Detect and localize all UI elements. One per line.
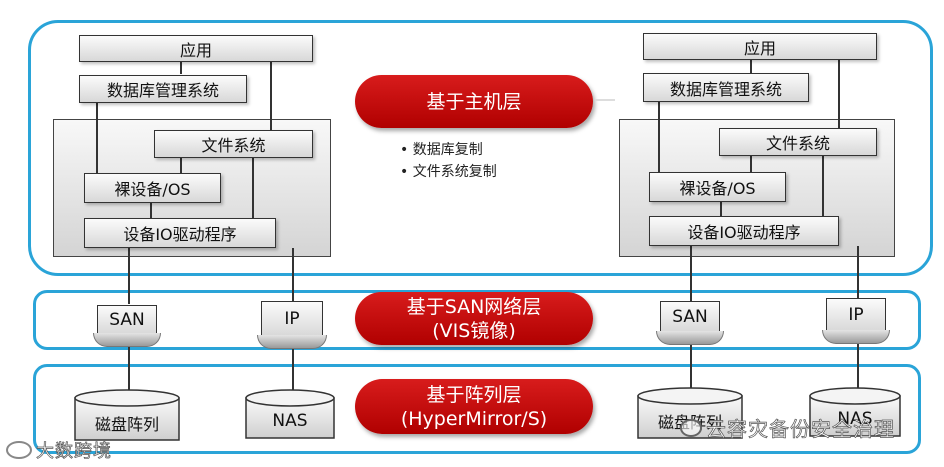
- array-layer-label-2: (HyperMirror/S): [400, 407, 548, 430]
- connector: [658, 102, 660, 174]
- left-watermark-text: 大数跨境: [36, 441, 112, 463]
- connector: [252, 158, 254, 219]
- right-filesystem-label: 文件系统: [765, 134, 830, 153]
- bullet-item: • 文件系统复制: [400, 164, 497, 180]
- left-array-label: 磁盘阵列: [94, 415, 159, 434]
- left-app-box: 应用: [79, 35, 313, 62]
- connector: [750, 156, 752, 173]
- connector: [150, 203, 152, 219]
- left-app-label: 应用: [179, 40, 212, 60]
- array-layer-pill: 基于阵列层 (HyperMirror/S): [355, 379, 593, 434]
- left-dbms-box: 数据库管理系统: [79, 75, 247, 103]
- connector: [857, 246, 859, 301]
- san-layer-label-1: 基于SAN网络层: [406, 295, 542, 318]
- left-filesystem-box: 文件系统: [154, 130, 313, 158]
- wechat-icon: [680, 418, 702, 437]
- left-watermark: 大数跨境: [6, 437, 112, 463]
- right-watermark-text: 云容灾备份安全治理: [706, 417, 895, 442]
- right-dbms-label: 数据库管理系统: [669, 79, 782, 99]
- right-io-driver-label: 设备IO驱动程序: [687, 223, 801, 242]
- connector: [180, 59, 182, 74]
- right-filesystem-box: 文件系统: [719, 128, 877, 156]
- connector: [690, 345, 692, 389]
- right-app-box: 应用: [643, 33, 877, 60]
- left-raw-device-box: 裸设备/OS: [84, 173, 221, 203]
- left-filesystem-label: 文件系统: [201, 136, 266, 155]
- left-raw-device-label: 裸设备/OS: [114, 180, 191, 199]
- right-nas-label: NAS: [837, 409, 873, 429]
- bullet-db-replication: 数据库复制: [412, 142, 483, 158]
- left-san-cloud: [93, 333, 161, 347]
- connector: [270, 59, 272, 131]
- connector: [838, 58, 840, 128]
- connector: [822, 156, 824, 218]
- connector: [292, 349, 294, 391]
- connector: [96, 103, 98, 173]
- right-san-cloud: [656, 331, 724, 345]
- connector: [595, 99, 615, 101]
- right-dbms-box: 数据库管理系统: [643, 73, 809, 102]
- array-layer-label-1: 基于阵列层: [426, 383, 522, 406]
- left-san-box: SAN: [97, 305, 157, 335]
- bullet-item: • 数据库复制: [400, 142, 483, 158]
- connector: [750, 58, 752, 73]
- connector: [690, 246, 692, 301]
- connector: [128, 248, 130, 304]
- right-san-label: SAN: [672, 307, 708, 327]
- right-ip-box: IP: [826, 298, 886, 332]
- san-layer-label-2: (VIS镜像): [432, 319, 516, 342]
- left-io-driver-label: 设备IO驱动程序: [123, 225, 237, 244]
- host-layer-pill: 基于主机层: [355, 75, 593, 128]
- san-layer-pill: 基于SAN网络层 (VIS镜像): [355, 292, 593, 345]
- left-dbms-label: 数据库管理系统: [106, 81, 219, 100]
- right-raw-device-label: 裸设备/OS: [679, 179, 756, 198]
- left-ip-cloud: [257, 335, 327, 349]
- connector: [720, 202, 722, 218]
- connector: [128, 347, 130, 391]
- host-layer-band: [28, 20, 933, 276]
- left-san-label: SAN: [109, 310, 145, 330]
- san-layer-band: [33, 290, 921, 350]
- left-io-driver-box: 设备IO驱动程序: [84, 218, 276, 248]
- right-app-label: 应用: [743, 38, 776, 58]
- left-ip-label: IP: [284, 309, 300, 329]
- connector: [857, 344, 859, 390]
- connector: [292, 248, 294, 304]
- right-io-driver-box: 设备IO驱动程序: [649, 216, 839, 246]
- right-ip-cloud: [822, 330, 890, 344]
- left-ip-box: IP: [261, 301, 323, 337]
- right-ip-label: IP: [848, 305, 864, 325]
- array-layer-band: [33, 364, 921, 454]
- watermark-logo-icon: [6, 441, 32, 459]
- host-bullets: • 数据库复制 • 文件系统复制: [400, 139, 497, 183]
- bullet-fs-replication: 文件系统复制: [412, 164, 497, 180]
- left-nas-label: NAS: [272, 411, 308, 431]
- connector: [180, 158, 182, 173]
- host-layer-label: 基于主机层: [426, 90, 522, 113]
- right-watermark: 云容灾备份安全治理: [680, 413, 895, 442]
- right-raw-device-box: 裸设备/OS: [649, 172, 786, 202]
- right-san-box: SAN: [660, 301, 720, 333]
